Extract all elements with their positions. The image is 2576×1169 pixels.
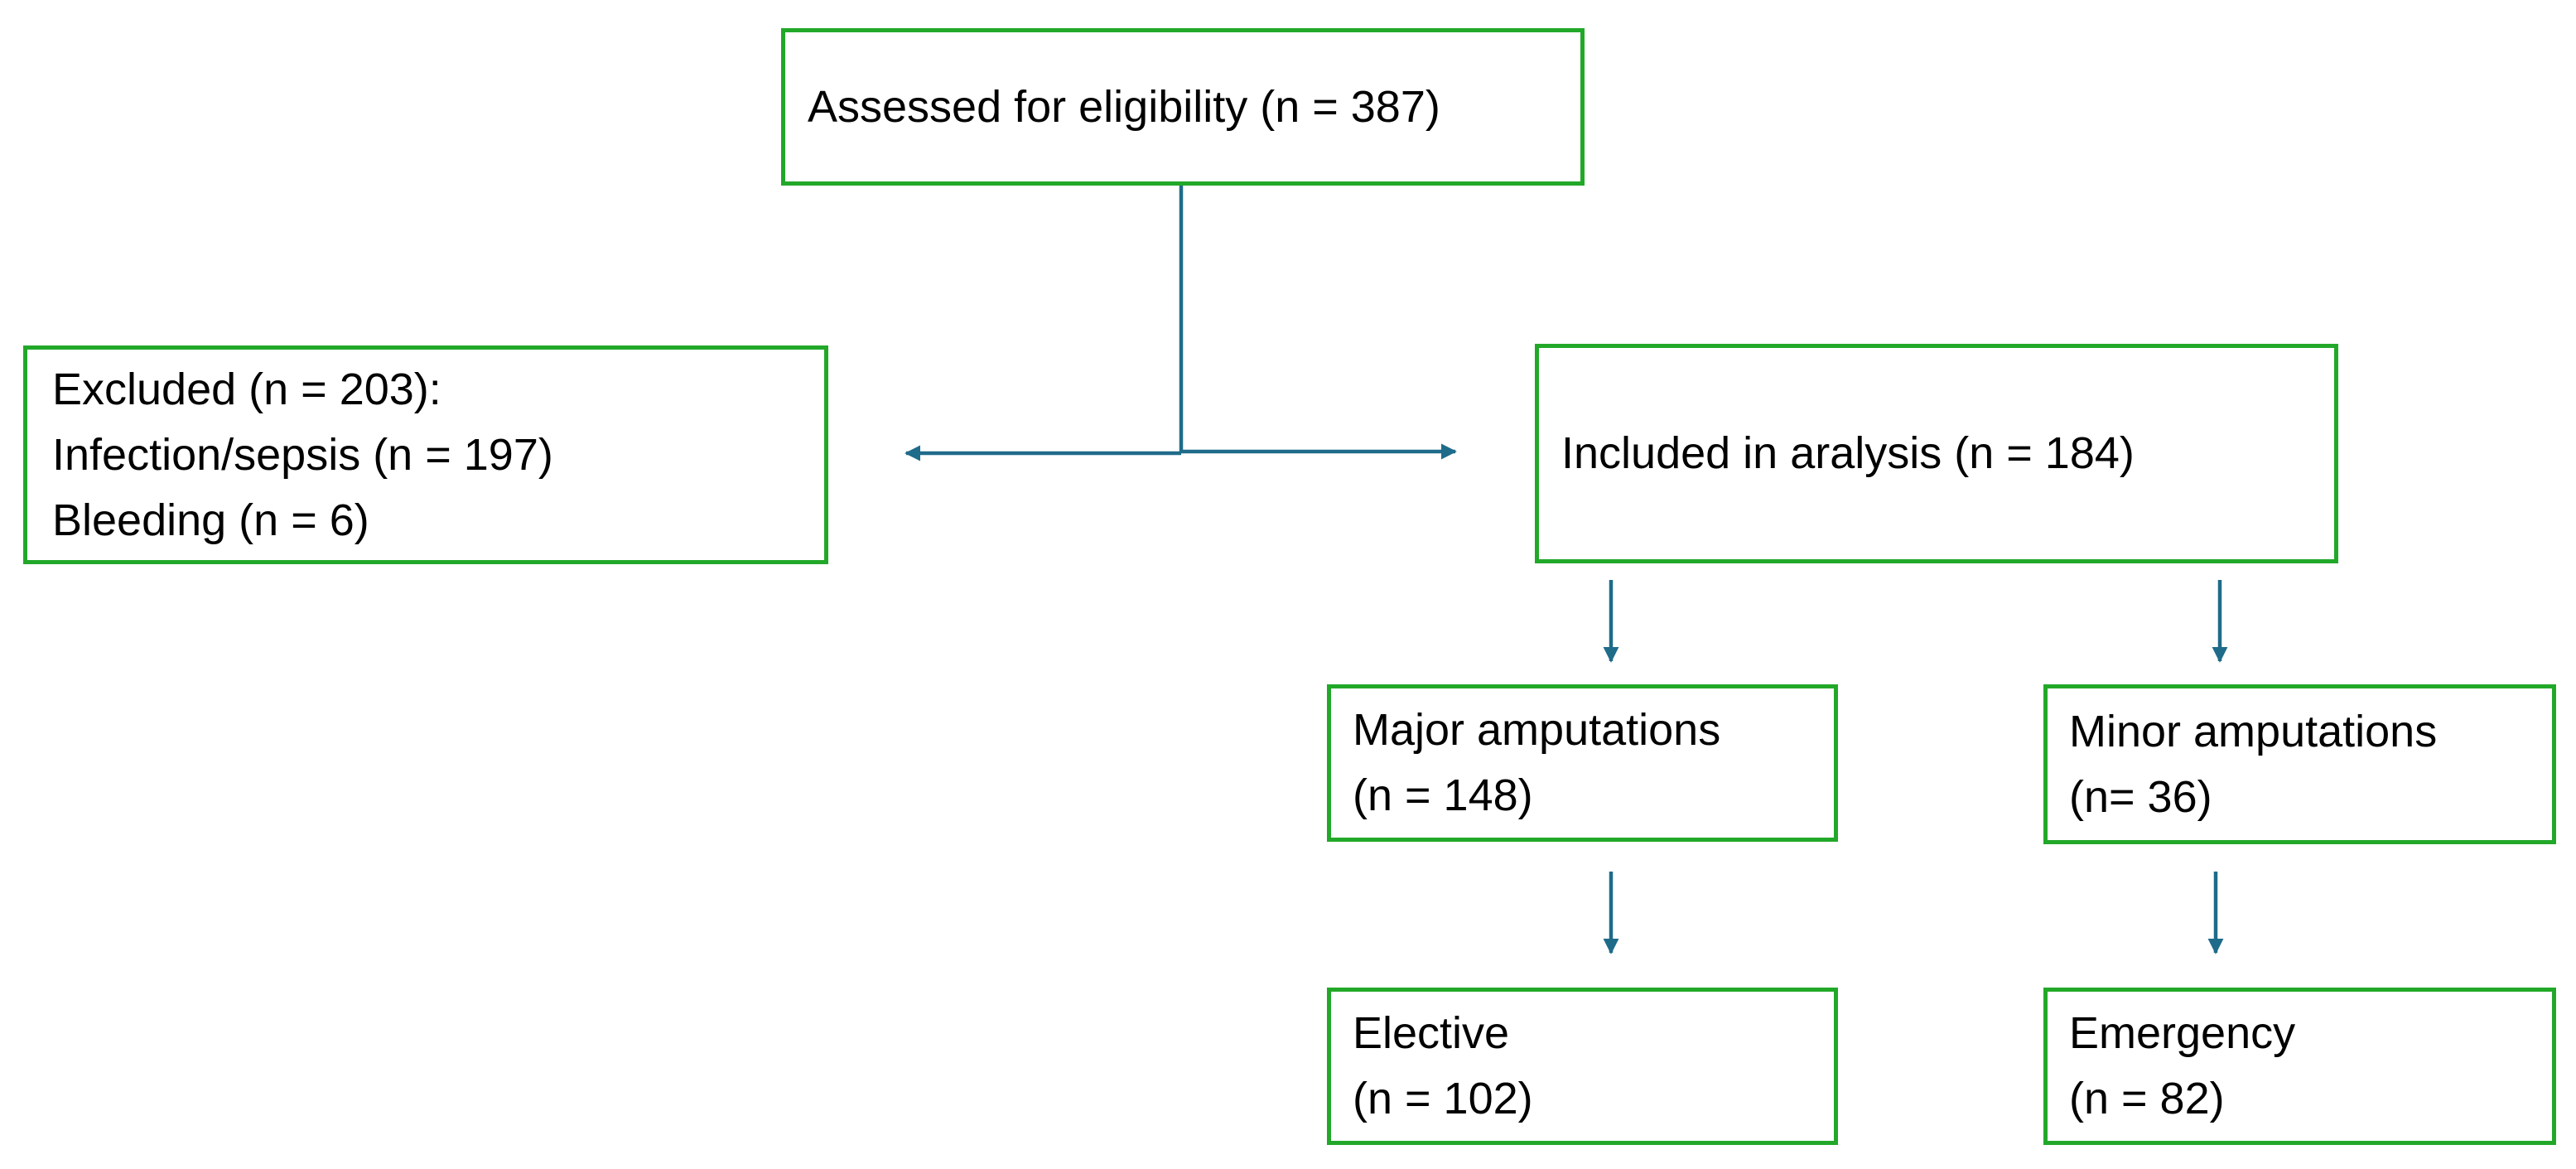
exclusion-reason-infection: Infection/sepsis (n = 197) (52, 429, 553, 480)
minor-amputations-box: Minor amputations (n= 36) (2043, 684, 2556, 844)
emergency-count: (n = 82) (2069, 1074, 2225, 1123)
assessed-text: Assessed for eligibility (n = 387) (808, 81, 1440, 132)
emergency-box: Emergency (n = 82) (2043, 988, 2556, 1145)
excluded-box: Excluded (n = 203): Infection/sepsis (n … (23, 345, 828, 564)
elective-label: Elective (1353, 1008, 1510, 1058)
major-amputations-box: Major amputations (n = 148) (1327, 684, 1838, 842)
major-count: (n = 148) (1353, 770, 1533, 820)
exclusion-reason-bleeding: Bleeding (n = 6) (52, 495, 369, 545)
elective-box: Elective (n = 102) (1327, 988, 1838, 1145)
included-text: Included in aralysis (n = 184) (1561, 428, 2135, 478)
minor-label: Minor amputations (2069, 706, 2438, 756)
elective-count: (n = 102) (1353, 1074, 1533, 1123)
included-box: Included in aralysis (n = 184) (1535, 344, 2338, 563)
major-label: Major amputations (1353, 705, 1721, 755)
excluded-heading: Excluded (n = 203): (52, 364, 441, 414)
assessed-box: Assessed for eligibility (n = 387) (781, 28, 1585, 186)
minor-count: (n= 36) (2069, 771, 2212, 822)
emergency-label: Emergency (2069, 1008, 2296, 1058)
